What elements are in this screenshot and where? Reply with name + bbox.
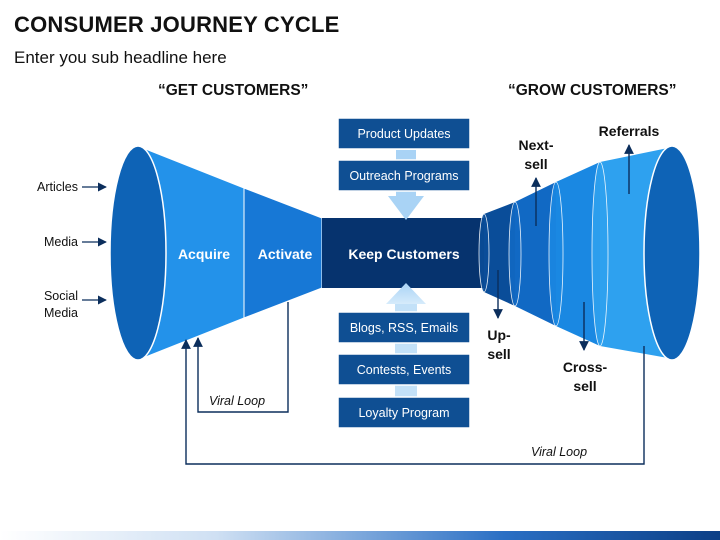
keep-customers-label: Keep Customers [348,246,459,262]
get-customers-heading: “GET CUSTOMERS” [158,82,309,99]
referrals-label: Referrals [599,123,660,139]
funnel-right-seg-3 [515,182,556,326]
outer-viral-loop-label: Viral Loop [531,445,587,459]
cross-sell-label-2: sell [573,378,596,394]
box-loyalty-program [337,396,471,429]
page-subtitle: Enter you sub headline here [14,48,227,67]
next-sell-label-1: Next- [518,137,553,153]
bottom-gradient-bar [0,531,720,540]
box-outreach-programs [337,159,471,192]
inner-viral-loop-label: Viral Loop [209,394,265,408]
acquire-label: Acquire [178,246,230,262]
grow-customers-heading: “GROW CUSTOMERS” [508,82,677,99]
box-product-updates-label: Product Updates [357,127,450,141]
up-sell-label-1: Up- [487,327,511,343]
cross-sell-label-1: Cross- [563,359,608,375]
funnel-right-seg-4 [556,162,600,346]
box-outreach-programs-label: Outreach Programs [349,169,458,183]
funnel-right-seg-2 [484,202,515,306]
inner-viral-loop-line [193,302,289,413]
box-product-updates [337,117,471,150]
outer-viral-loop-line [181,339,645,465]
input-articles-label: Articles [37,180,78,194]
funnel-right-mouth [643,145,701,361]
funnel-neck [322,218,488,288]
box-loyalty-program-label: Loyalty Program [358,406,449,420]
input-social-label-2: Media [44,306,78,320]
activate-label: Activate [258,246,313,262]
box-contests-events [337,353,471,386]
input-social-label-1: Social [44,289,78,303]
funnel-left-mouth [109,145,167,361]
next-sell-label-2: sell [524,156,547,172]
box-blogs-rss-emails [337,311,471,344]
up-sell-label-2: sell [487,346,510,362]
box-contests-events-label: Contests, Events [357,363,452,377]
box-blogs-rss-emails-label: Blogs, RSS, Emails [350,321,458,335]
input-media-label: Media [44,235,78,249]
page-title: CONSUMER JOURNEY CYCLE [14,12,340,37]
